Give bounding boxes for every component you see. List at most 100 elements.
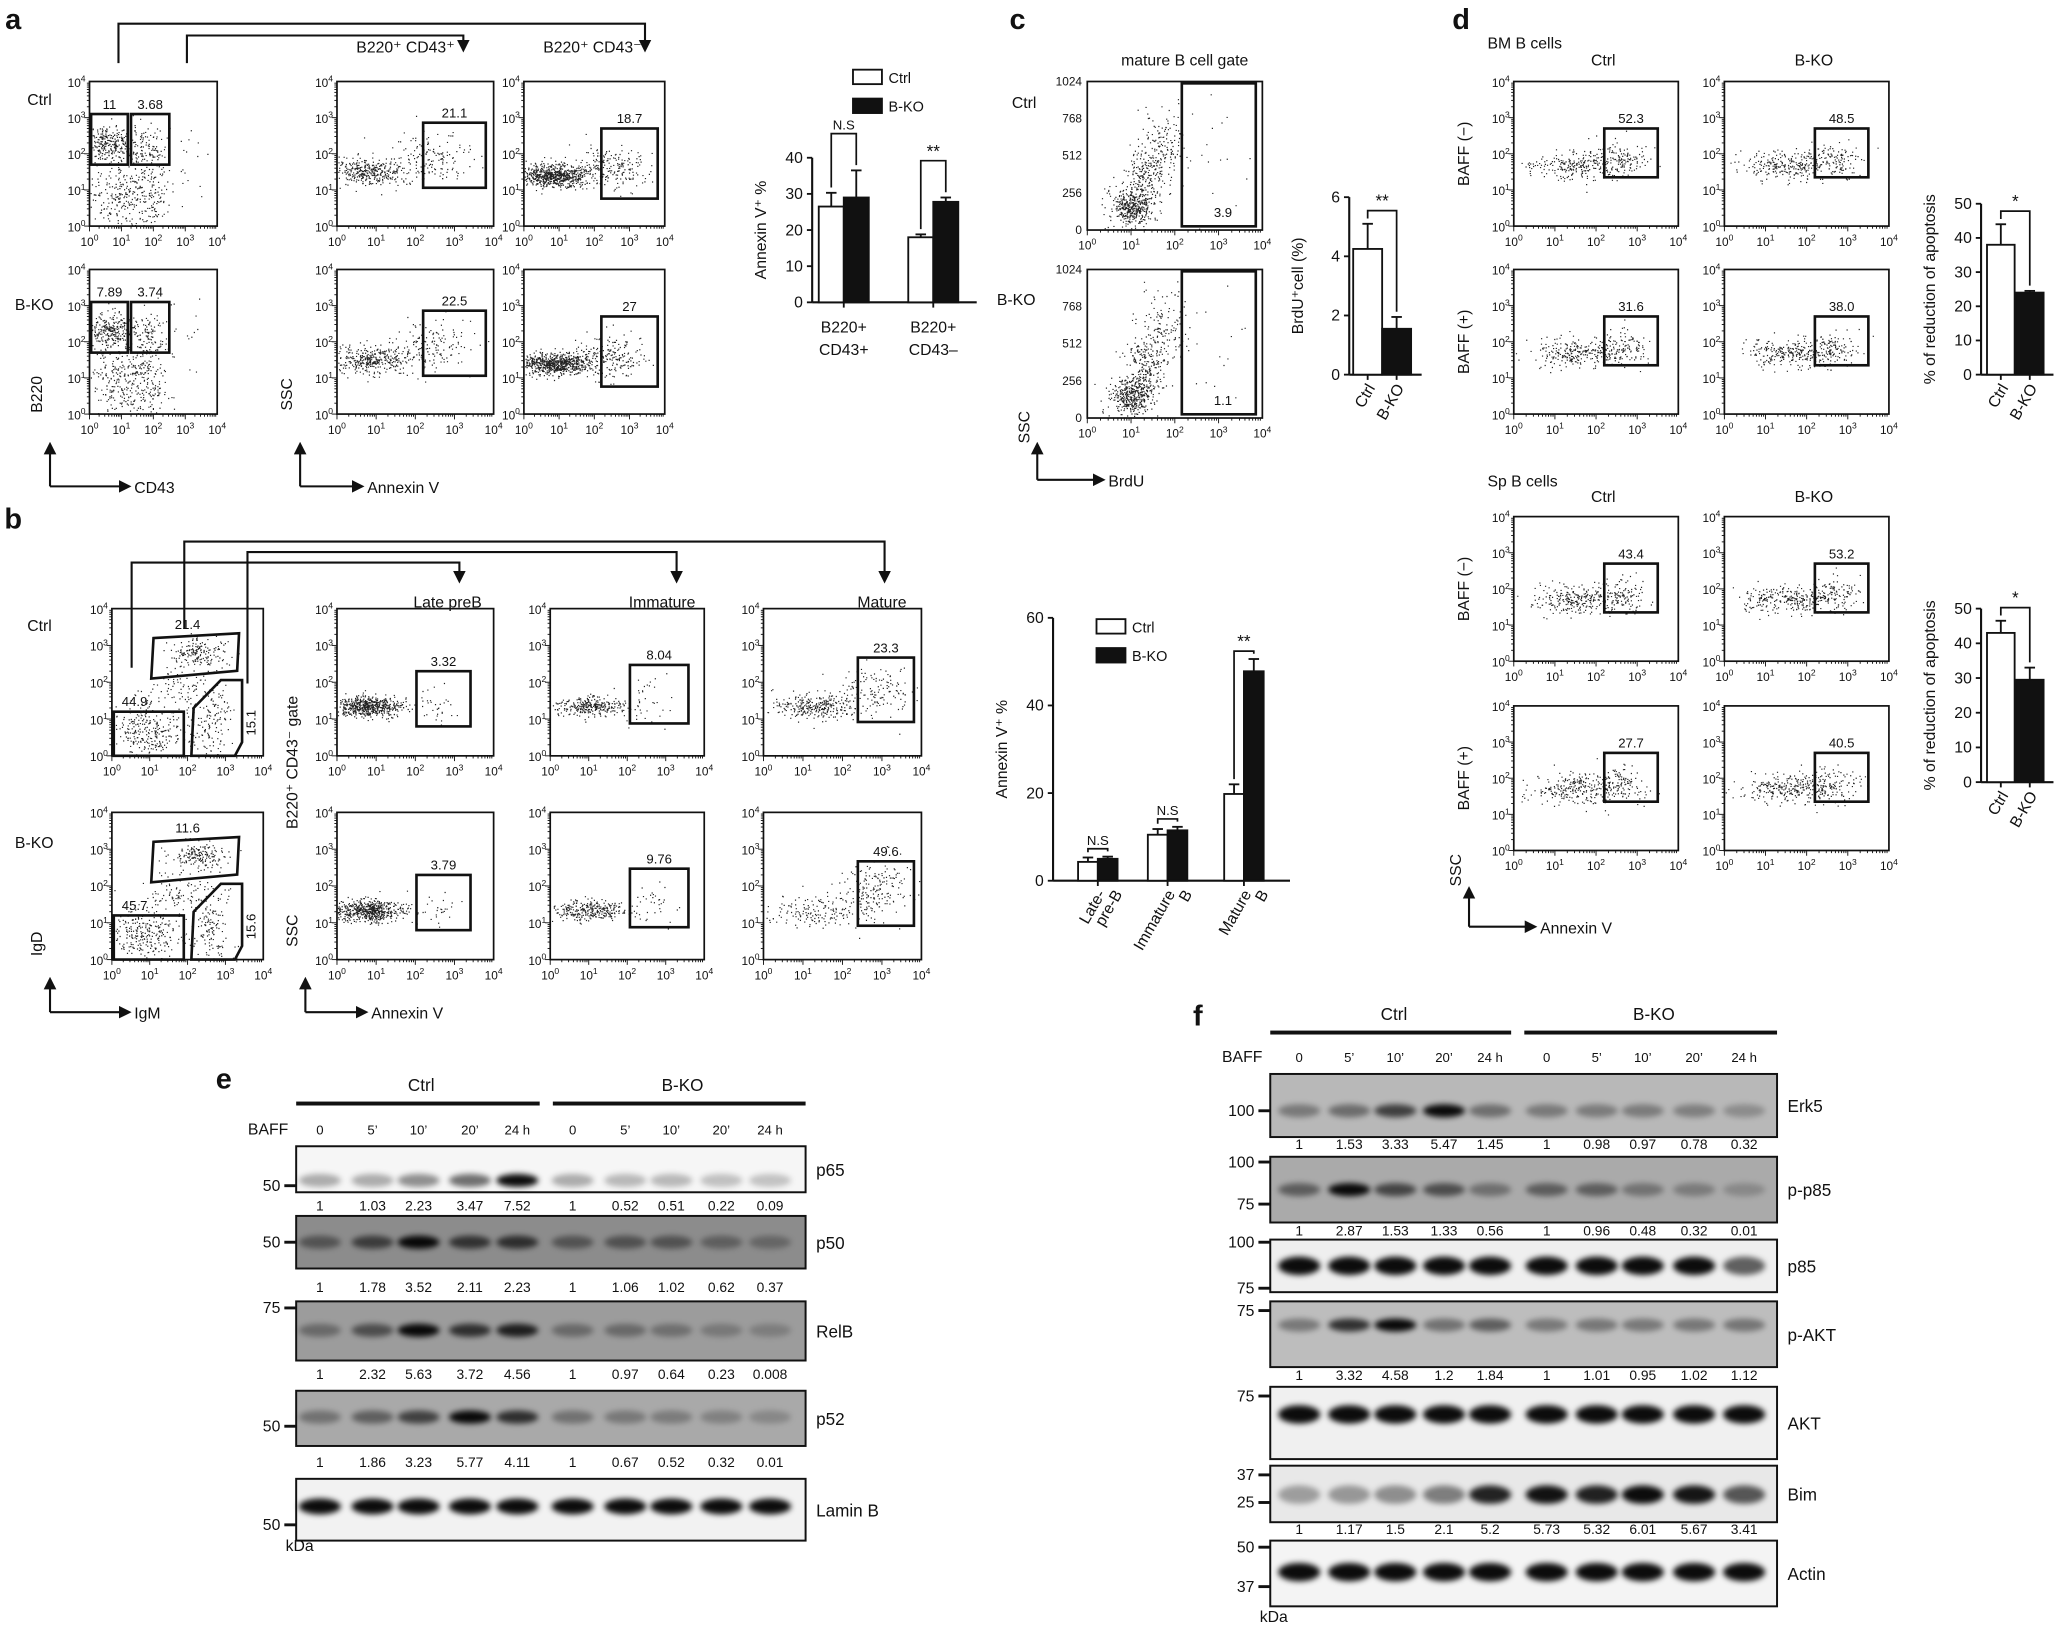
protein-band (700, 1173, 743, 1188)
x-tick-label: 102 (1166, 237, 1184, 253)
event-dots (90, 297, 201, 415)
x-tick-label: 101 (550, 233, 568, 249)
tick-base: 10 (315, 372, 329, 386)
gate (1602, 562, 1660, 614)
y-tick-label: 102 (315, 146, 333, 162)
tick-base: 10 (1715, 859, 1729, 873)
x-tick-label: 103 (445, 233, 463, 249)
tick-exponent: 2 (515, 146, 520, 156)
x-tick-label: 101 (550, 421, 568, 437)
tick-exponent: 2 (755, 674, 760, 684)
y-tick-label: 100 (315, 406, 333, 422)
gate (89, 112, 130, 166)
tick-base: 10 (90, 640, 104, 654)
legend-swatch (1095, 647, 1127, 664)
y-tick-label: 102 (68, 334, 86, 350)
band-quantification: 1 (569, 1366, 577, 1382)
significance-label: ** (1375, 192, 1389, 211)
tick-base: 10 (1492, 511, 1506, 525)
tick-base: 10 (81, 423, 95, 437)
x-tick-label: 104 (485, 966, 503, 982)
tick-base: 10 (328, 423, 342, 437)
bar (2015, 291, 2045, 376)
row-label: BAFF (+) (1456, 310, 1473, 374)
y-tick-label: 103 (68, 110, 86, 126)
y-tick-label: 104 (315, 261, 333, 277)
band-quantification: 6.01 (1629, 1521, 1656, 1537)
band-quantification: 5.77 (456, 1454, 483, 1470)
tick-exponent: 1 (1770, 857, 1775, 867)
protein-label: Erk5 (1788, 1097, 1823, 1116)
tick-base: 10 (68, 336, 82, 350)
tick-base: 10 (618, 968, 632, 982)
band-quantification: 0.22 (708, 1198, 735, 1214)
tick-exponent: 4 (1505, 261, 1510, 271)
protein-label: p50 (816, 1234, 845, 1253)
x-tick-label: 103 (445, 421, 463, 437)
tick-base: 10 (1492, 220, 1506, 234)
y-tick-label: 104 (1702, 509, 1720, 525)
tick-base: 10 (1702, 264, 1716, 278)
band-quantification: 1.84 (1477, 1367, 1504, 1383)
significance-bracket (1087, 847, 1109, 853)
gate-percentage: 11 (103, 97, 117, 112)
event-dots (113, 633, 240, 757)
tick-exponent: 1 (807, 966, 812, 976)
gate-percentage: 3.68 (137, 97, 163, 112)
tick-exponent: 4 (755, 804, 760, 814)
protein-band (496, 1235, 539, 1249)
tick-exponent: 3 (1716, 110, 1721, 120)
y-axis-label: % of reduction of apoptosis (1922, 194, 1939, 384)
x-tick-label: 104 (695, 966, 713, 982)
legend-label: B-KO (1132, 649, 1167, 665)
tick-exponent: 4 (755, 601, 760, 611)
tick-base: 10 (742, 676, 756, 690)
y-tick-label: 60 (1026, 610, 1044, 627)
gate (1602, 315, 1660, 367)
x-tick-label: 104 (1880, 233, 1898, 249)
tick-exponent: 2 (192, 762, 197, 772)
tick-exponent: 2 (328, 878, 333, 888)
gate-title: mature B cell gate (1121, 53, 1248, 70)
tick-base: 10 (515, 423, 529, 437)
tick-base: 10 (68, 184, 82, 198)
protein-band (1525, 1562, 1568, 1582)
y-tick-label: 103 (502, 110, 520, 126)
y-tick-label: 20 (1954, 705, 1972, 722)
tick-exponent: 1 (563, 421, 568, 431)
tick-base: 10 (912, 765, 926, 779)
y-tick-label: 104 (742, 804, 760, 820)
marker-kda: 50 (263, 1517, 281, 1534)
tick-base: 10 (103, 765, 117, 779)
timepoint-label: 10’ (1387, 1050, 1405, 1065)
tick-exponent: 3 (81, 110, 86, 120)
plot-frame (762, 811, 923, 961)
marker-kda: 50 (263, 1419, 281, 1436)
group-bar (296, 1101, 540, 1106)
protein-band (650, 1173, 693, 1188)
tick-exponent: 1 (1559, 421, 1564, 431)
category-label: CD43+ (819, 342, 869, 359)
y-tick-label: 102 (90, 878, 108, 894)
x-tick-label: 100 (1505, 857, 1523, 873)
tick-base: 10 (1122, 427, 1136, 441)
tick-exponent: 3 (886, 966, 891, 976)
tick-exponent: 2 (1600, 421, 1605, 431)
tick-exponent: 2 (1716, 770, 1721, 780)
band-quantification: 1 (569, 1454, 577, 1470)
protein-band (1525, 1405, 1568, 1424)
tick-base: 10 (742, 640, 756, 654)
tick-base: 10 (1492, 547, 1506, 561)
band-quantification: 3.72 (456, 1366, 483, 1382)
protein-band (351, 1323, 394, 1337)
tick-base: 10 (1546, 423, 1560, 437)
protein-band (1621, 1485, 1664, 1504)
tick-base: 10 (742, 954, 756, 968)
band-quantification: 0.32 (708, 1454, 735, 1470)
